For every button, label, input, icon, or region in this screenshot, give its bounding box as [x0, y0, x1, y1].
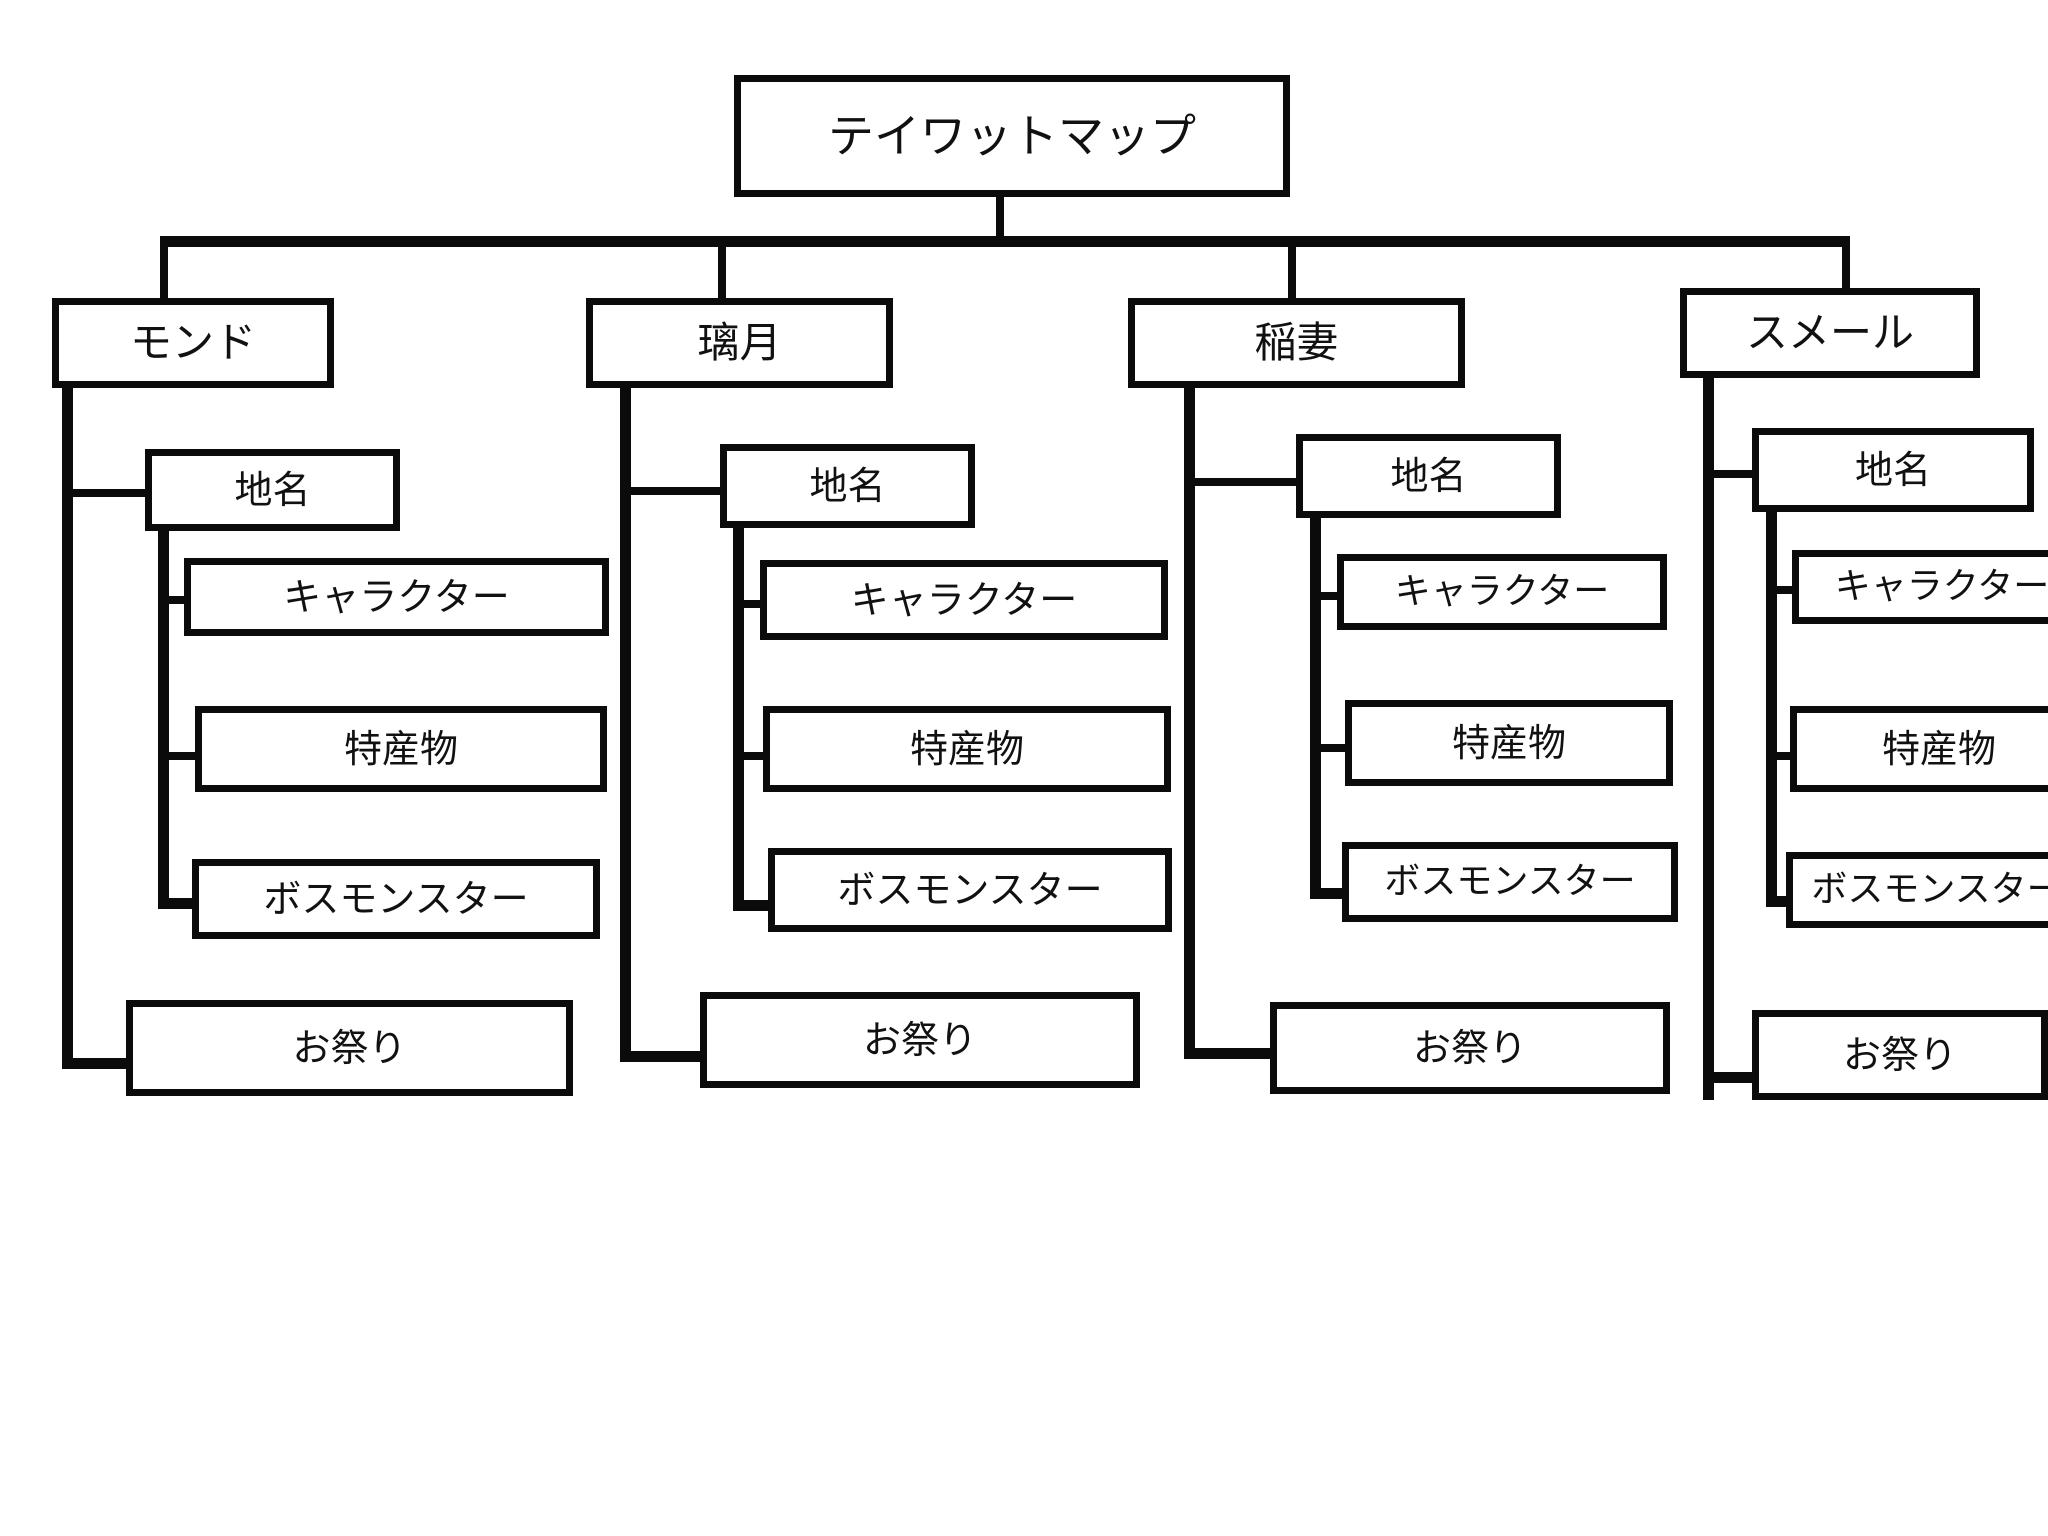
root-node-label: テイワットマップ [828, 109, 1196, 163]
leaf-label-3-specialties: 特産物 [1451, 721, 1566, 765]
leaf-label-1-specialties: 特産物 [343, 727, 458, 771]
connector-spine-outer-4 [1703, 374, 1714, 1100]
connector-branch-2-characters [733, 600, 777, 608]
leaf-node-1-characters[interactable]: キャラクター [184, 558, 609, 636]
leaf-node-2-bosses[interactable]: ボスモンスター [768, 848, 1172, 932]
leaf-label-1-characters: キャラクター [283, 575, 510, 619]
leaf-node-4-specialties[interactable]: 特産物 [1790, 706, 2048, 792]
connector-drop-region-1 [160, 236, 168, 302]
leaf-label-4-specialties: 特産物 [1881, 727, 1996, 771]
connector-spine-outer-2 [620, 384, 631, 1060]
leaf-node-4-bosses[interactable]: ボスモンスター [1786, 852, 2048, 928]
connector-branch-3-characters [1310, 592, 1354, 600]
leaf-label-1-placenames: 地名 [234, 468, 311, 512]
leaf-label-4-bosses: ボスモンスター [1811, 869, 2048, 910]
connector-branch-2-bosses [733, 900, 779, 911]
connector-branch-1-bosses [158, 898, 206, 909]
connector-branch-3-specialties [1310, 744, 1348, 752]
leaf-label-1-festivals: お祭り [292, 1026, 407, 1070]
connector-spine-inner-2 [733, 522, 744, 908]
connector-branch-2-placenames [620, 487, 730, 495]
region-node-sumeru[interactable]: スメール [1680, 288, 1980, 378]
leaf-node-4-characters[interactable]: キャラクター [1792, 550, 2048, 624]
connector-spine-inner-3 [1310, 512, 1321, 898]
connector-branch-4-characters [1766, 586, 1810, 594]
leaf-label-3-festivals: お祭り [1412, 1026, 1527, 1070]
connector-drop-region-2 [718, 236, 726, 302]
connector-branch-1-festivals [62, 1058, 132, 1069]
region-label-liyue: 璃月 [697, 318, 782, 367]
leaf-node-3-specialties[interactable]: 特産物 [1345, 700, 1673, 786]
region-node-liyue[interactable]: 璃月 [586, 298, 893, 388]
leaf-label-2-placenames: 地名 [809, 464, 886, 508]
leaf-label-2-specialties: 特産物 [909, 727, 1024, 771]
connector-branch-3-bosses [1310, 888, 1356, 899]
connector-branch-2-specialties [733, 752, 771, 760]
leaf-node-3-bosses[interactable]: ボスモンスター [1342, 842, 1678, 922]
connector-drop-region-4 [1842, 236, 1850, 288]
connector-branch-1-characters [158, 596, 208, 604]
leaf-label-3-bosses: ボスモンスター [1384, 861, 1636, 902]
leaf-label-4-placenames: 地名 [1854, 448, 1931, 492]
region-label-inazuma: 稲妻 [1254, 318, 1339, 367]
leaf-node-1-festivals[interactable]: お祭り [126, 1000, 573, 1096]
connector-branch-1-placenames [62, 489, 152, 497]
connector-branch-4-specialties [1766, 752, 1804, 760]
connector-branch-3-festivals [1184, 1048, 1270, 1059]
leaf-label-1-bosses: ボスモンスター [263, 877, 529, 921]
leaf-node-3-characters[interactable]: キャラクター [1337, 554, 1667, 630]
connector-spine-outer-1 [62, 384, 73, 1066]
connector-spine-inner-4 [1766, 506, 1777, 906]
leaf-label-2-bosses: ボスモンスター [837, 868, 1103, 912]
leaf-node-3-festivals[interactable]: お祭り [1270, 1002, 1670, 1094]
leaf-label-3-placenames: 地名 [1390, 454, 1467, 498]
leaf-node-4-festivals[interactable]: お祭り [1752, 1010, 2048, 1100]
root-node-teyvat-map[interactable]: テイワットマップ [734, 75, 1290, 197]
leaf-node-1-specialties[interactable]: 特産物 [195, 706, 607, 792]
leaf-label-3-characters: キャラクター [1394, 571, 1610, 612]
region-node-inazuma[interactable]: 稲妻 [1128, 298, 1465, 388]
leaf-node-3-placenames[interactable]: 地名 [1296, 434, 1561, 518]
connector-root-bus [160, 236, 1850, 247]
leaf-label-4-characters: キャラクター [1834, 566, 2048, 607]
connector-branch-3-placenames [1184, 478, 1304, 486]
region-node-mondstadt[interactable]: モンド [52, 298, 334, 388]
leaf-label-2-characters: キャラクター [850, 578, 1078, 622]
leaf-node-1-placenames[interactable]: 地名 [145, 449, 400, 531]
connector-spine-inner-1 [158, 525, 169, 907]
leaf-node-1-bosses[interactable]: ボスモンスター [192, 859, 600, 939]
leaf-node-2-specialties[interactable]: 特産物 [763, 706, 1171, 792]
leaf-node-2-characters[interactable]: キャラクター [760, 560, 1168, 640]
connector-branch-1-specialties [158, 752, 200, 760]
connector-spine-outer-3 [1184, 384, 1195, 1056]
leaf-node-2-festivals[interactable]: お祭り [700, 992, 1140, 1088]
region-label-mondstadt: モンド [129, 318, 256, 367]
connector-drop-region-3 [1288, 236, 1296, 302]
connector-root-stem [996, 190, 1004, 242]
connector-branch-2-festivals [620, 1051, 702, 1062]
leaf-label-4-festivals: お祭り [1842, 1033, 1957, 1077]
connector-branch-4-festivals [1703, 1072, 1787, 1083]
leaf-node-4-placenames[interactable]: 地名 [1752, 428, 2034, 512]
leaf-node-2-placenames[interactable]: 地名 [720, 444, 975, 528]
region-label-sumeru: スメール [1745, 308, 1914, 357]
leaf-label-2-festivals: お祭り [862, 1018, 977, 1062]
